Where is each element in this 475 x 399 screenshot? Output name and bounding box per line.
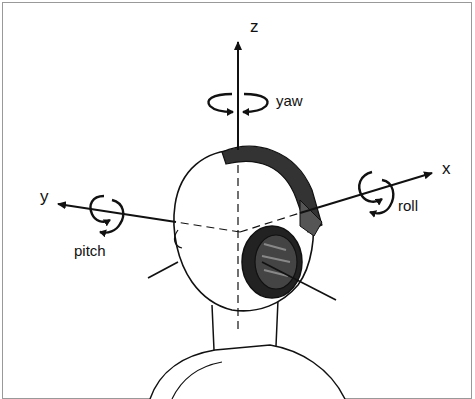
rotation-label: pitch — [74, 243, 106, 258]
axis-label: y — [40, 188, 49, 205]
axis-label: x — [442, 160, 451, 177]
rotation-label: roll — [398, 198, 418, 213]
rotation-label: yaw — [276, 93, 303, 108]
axis-label: z — [250, 18, 259, 35]
